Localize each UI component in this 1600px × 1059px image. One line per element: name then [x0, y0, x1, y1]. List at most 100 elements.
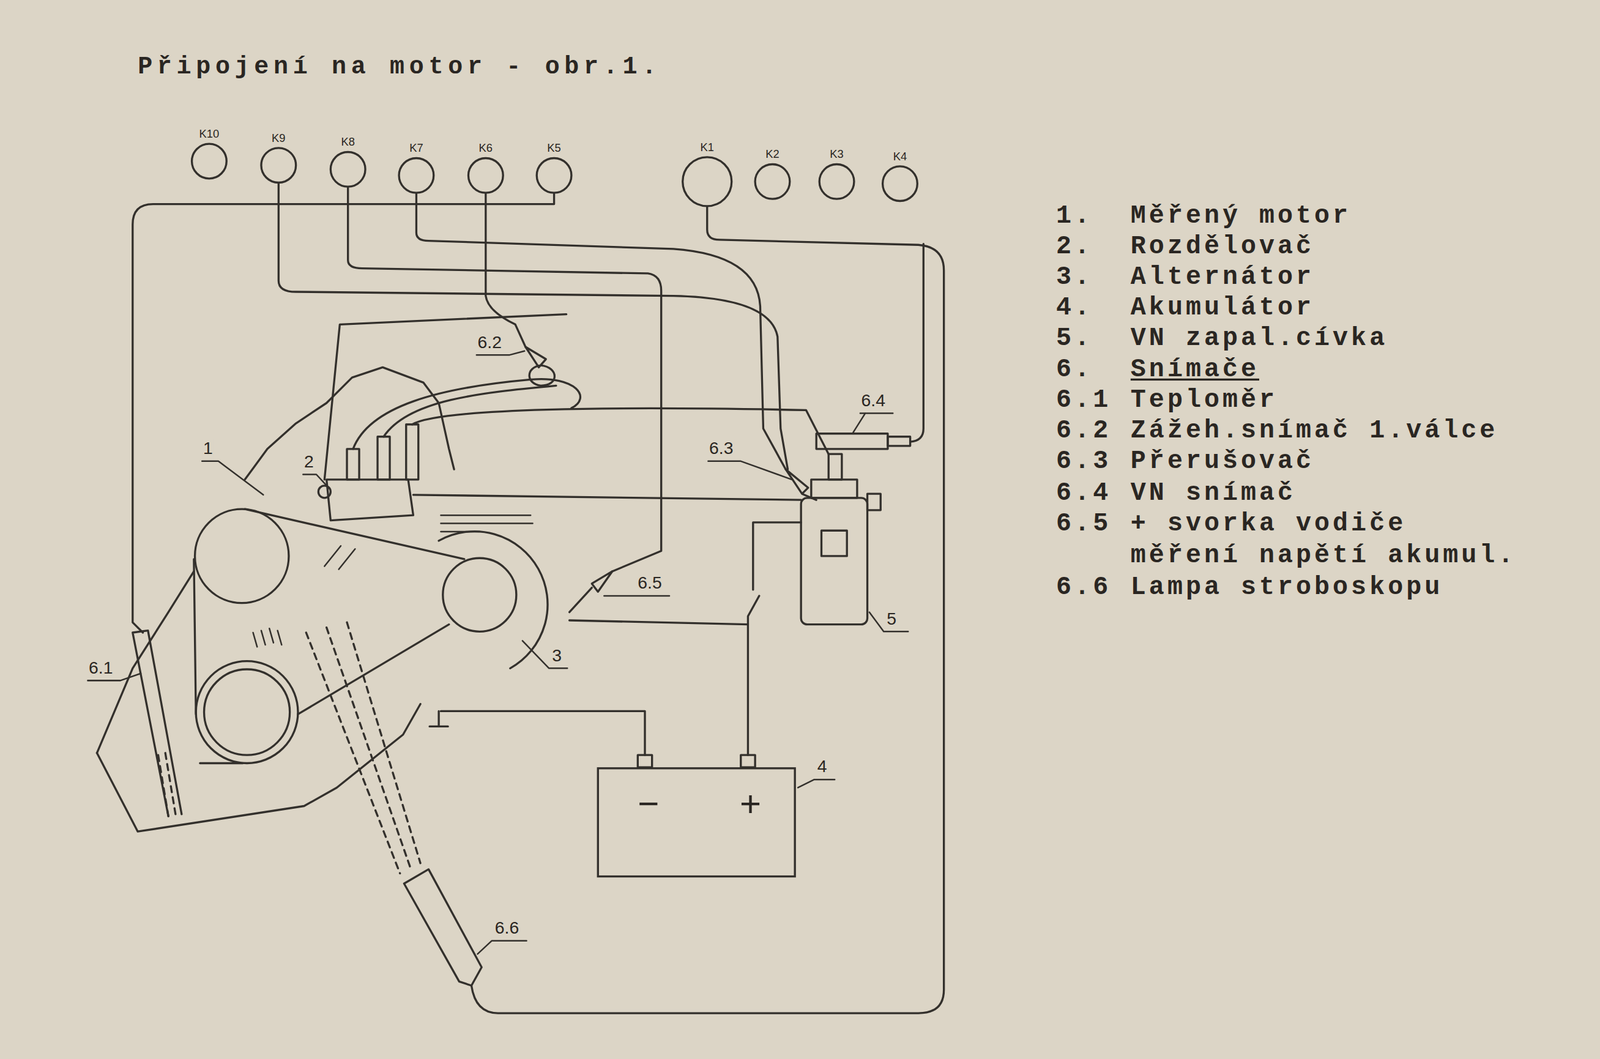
diagram-title: Připojení na motor - obr.1.: [137, 53, 662, 82]
connector-socket: K5: [535, 141, 573, 194]
coil-tower: [828, 453, 842, 480]
hv-clamp: [887, 436, 911, 447]
water-pump-pulley: [195, 509, 289, 603]
wire: [348, 187, 662, 572]
low-tension-wire: [413, 494, 801, 500]
callout-number: 6.5: [636, 573, 664, 594]
socket-ring: [535, 157, 573, 194]
engine-outline: [324, 314, 566, 480]
connector-socket: K1: [681, 140, 733, 207]
socket-ring: [818, 163, 856, 201]
connector-socket: K4: [881, 149, 919, 202]
engine-outline: [96, 367, 454, 753]
socket-ring: [467, 157, 505, 194]
socket-label: K6: [479, 141, 493, 155]
crank-pulley: [195, 661, 298, 764]
battery-terminal: [740, 755, 756, 768]
key-number: 4.: [1056, 291, 1093, 324]
callout-number: 5: [885, 609, 898, 630]
socket-label: K2: [765, 148, 779, 161]
sensor-clamp: [785, 469, 817, 500]
alternator-pulley: [442, 558, 517, 632]
key-number: 6.3: [1056, 446, 1112, 478]
key-number: 5.: [1056, 322, 1093, 355]
leader-line: [603, 595, 670, 598]
leader-line: [797, 779, 835, 788]
key-text: Zážeh.snímač 1.válce: [1130, 415, 1498, 448]
wire: [910, 244, 924, 443]
connector-socket: K2: [753, 148, 791, 201]
wire: [416, 193, 786, 470]
key-number: 2.: [1056, 230, 1093, 263]
key-number: 6.2: [1056, 415, 1112, 448]
leader-line: [302, 474, 329, 488]
distributor-tower: [346, 449, 360, 480]
callout-number: 6.6: [493, 918, 521, 939]
ground-wire: [440, 710, 645, 756]
key-text: Přerušovač: [1130, 446, 1315, 478]
engine-sump: [96, 704, 421, 832]
leader-line: [707, 461, 792, 480]
callout-number: 6.1: [87, 658, 114, 679]
crank-pulley: [204, 669, 291, 756]
timing-marks: [253, 628, 283, 647]
key-number: 6.1: [1056, 384, 1112, 417]
key-number: 6.4: [1056, 477, 1112, 510]
alternator-wire: [569, 620, 749, 625]
socket-ring: [753, 163, 791, 201]
sensor-clamp: [569, 571, 613, 613]
connector-socket: K10: [190, 127, 228, 180]
key-number: 1.: [1056, 200, 1093, 232]
socket-label: K10: [199, 127, 220, 140]
coil-plate: [821, 530, 848, 557]
socket-ring: [190, 142, 228, 180]
connector-socket: K9: [260, 131, 297, 184]
hv-clamp: [816, 433, 888, 450]
callout-number: 4: [816, 756, 828, 778]
callout-number: 2: [302, 452, 315, 473]
strobe-lamp: [403, 869, 482, 986]
strobe-light: [305, 622, 421, 874]
connector-socket: K3: [818, 148, 856, 201]
socket-ring: [681, 156, 733, 207]
coil-cap: [811, 479, 858, 499]
wire: [471, 207, 944, 1014]
terminal-sign: +: [739, 783, 762, 825]
callout-number: 6.2: [476, 332, 503, 354]
socket-ring: [881, 165, 919, 202]
sensor-clamp: [525, 346, 555, 386]
battery-wire: [747, 522, 801, 756]
wire: [278, 183, 788, 470]
key-text: Teploměr: [1130, 384, 1278, 417]
leader-line: [852, 413, 893, 433]
wire: [132, 193, 555, 633]
socket-ring: [329, 151, 367, 188]
ground-symbol: [429, 710, 448, 727]
socket-label: K1: [700, 140, 715, 153]
key-text: VN zapal.cívka: [1130, 322, 1388, 355]
socket-label: K4: [893, 149, 907, 163]
key-text: Alternátor: [1130, 261, 1315, 294]
distributor: [326, 479, 414, 521]
bracket: [324, 545, 355, 570]
plug-lead: [412, 408, 829, 454]
socket-label: K3: [829, 148, 844, 161]
connector-socket: K6: [467, 141, 505, 194]
thermometer: [132, 630, 182, 817]
leader-line: [522, 640, 568, 669]
key-number: 6.6: [1056, 571, 1112, 604]
distributor-tower: [406, 424, 419, 480]
battery-box: −+: [597, 767, 797, 878]
socket-label: K5: [546, 141, 561, 155]
callout-number: 3: [551, 646, 563, 667]
distributor-tower: [377, 436, 390, 480]
connector-socket: K7: [397, 141, 435, 194]
coil-bracket: [867, 493, 882, 511]
leader-line: [477, 941, 527, 955]
key-number: 6.: [1056, 354, 1093, 387]
socket-label: K9: [271, 131, 286, 144]
leader-line: [201, 461, 264, 495]
key-text: VN snímač: [1130, 477, 1296, 510]
ignition-coil: [800, 498, 867, 625]
